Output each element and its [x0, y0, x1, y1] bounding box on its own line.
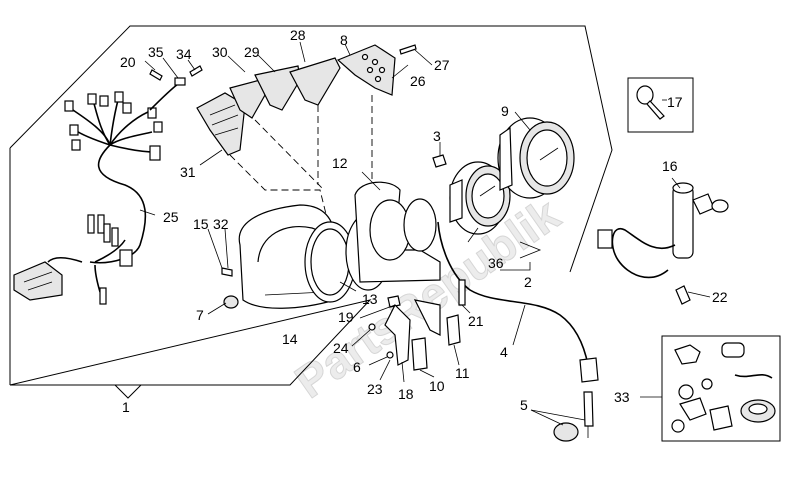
callout-13: 13: [362, 291, 378, 307]
part-17-box: [627, 77, 694, 133]
part-36-gauge: [449, 161, 511, 235]
part-29-light-cover: [254, 65, 301, 111]
part-5-cable-end: [553, 391, 594, 442]
callout-35: 35: [148, 44, 164, 60]
callout-17: 17: [667, 94, 683, 110]
callout-14: 14: [282, 331, 298, 347]
callout-30: 30: [212, 44, 228, 60]
part-15-32-screw: [221, 267, 233, 277]
part-10-plate: [411, 337, 428, 371]
part-8-26-panel: [336, 44, 396, 96]
part-30-light-cover: [229, 79, 266, 119]
part-7-grommet: [223, 295, 239, 309]
callout-31: 31: [180, 164, 196, 180]
callout-11: 11: [455, 365, 470, 381]
callout-33: 33: [614, 389, 630, 405]
callout-6: 6: [353, 359, 361, 375]
part-19-bracket: [384, 295, 441, 366]
part-16-ignition-switch: [597, 182, 729, 279]
callout-12: 12: [332, 155, 348, 171]
callout-20: 20: [120, 54, 136, 70]
part-17-key-icon: [636, 85, 665, 120]
callout-34: 34: [176, 46, 192, 62]
callout-15: 15: [193, 216, 209, 232]
callout-25: 25: [163, 209, 179, 225]
callout-3: 3: [433, 128, 441, 144]
callout-2: 2: [524, 274, 532, 290]
callout-23: 23: [367, 381, 383, 397]
callout-1: 1: [122, 399, 130, 415]
part-24-23-screws: [368, 323, 394, 359]
callout-26: 26: [410, 73, 426, 89]
part-12-bracket: [354, 181, 441, 283]
part-33-lock-set-icon: [671, 342, 776, 433]
callout-24: 24: [333, 340, 349, 356]
part-27-screw: [399, 44, 417, 55]
callout-2-bracket: [500, 241, 542, 271]
assembly-1-outline: [9, 25, 613, 386]
callout-22: 22: [712, 289, 728, 305]
callout-10: 10: [429, 378, 445, 394]
callout-9: 9: [501, 103, 509, 119]
part-21-bolt: [458, 279, 466, 306]
callout-29: 29: [244, 44, 260, 60]
callout-19: 19: [338, 309, 354, 325]
callout-7: 7: [196, 307, 204, 323]
part-3-fitting: [432, 154, 447, 168]
callout-28: 28: [290, 27, 306, 43]
part-11-plate: [446, 314, 461, 346]
callout-32: 32: [213, 216, 229, 232]
part-31-bulb-holder: [196, 92, 246, 156]
part-4-speedometer-cable: [437, 221, 599, 383]
callout-18: 18: [398, 386, 414, 402]
callout-27: 27: [434, 57, 450, 73]
leader-lines: [139, 41, 711, 426]
callout-4: 4: [500, 344, 508, 360]
callout-5: 5: [520, 397, 528, 413]
part-9-speedometer: [497, 117, 575, 199]
part-33-box: [661, 335, 781, 442]
part-35-34-connector: [149, 65, 203, 111]
callout-8: 8: [340, 32, 348, 48]
part-28-light-cover: [289, 57, 341, 106]
callout-16: 16: [662, 158, 678, 174]
part-20-clip: [149, 69, 163, 81]
part-22-bolt: [675, 285, 691, 305]
callout-1-leader: [114, 384, 142, 399]
callout-21: 21: [468, 313, 484, 329]
part-25-wiring-harness: [13, 91, 163, 305]
callout-36: 36: [488, 255, 504, 271]
